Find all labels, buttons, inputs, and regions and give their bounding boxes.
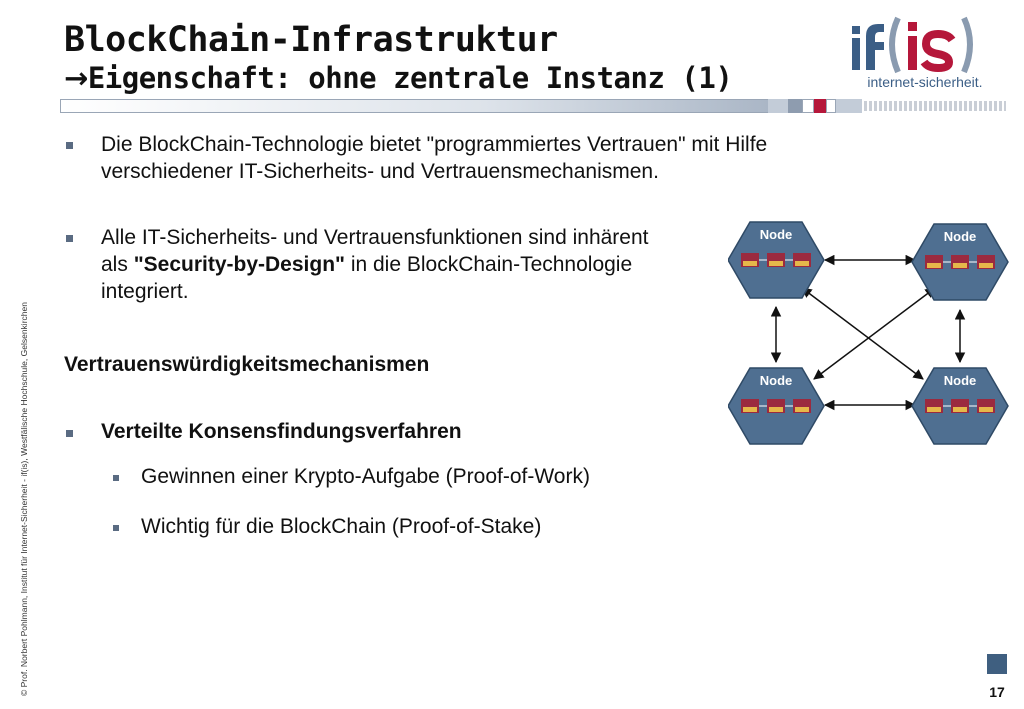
node-label: Node [944,229,977,244]
node-network-diagram: Node Node Node [728,221,1009,445]
node-bottom-right: Node [911,367,1009,445]
connection-arrow [813,287,936,380]
connection-arrow [801,287,924,380]
node-top-left: Node [728,221,825,299]
title-arrow: → [64,61,88,95]
bullet-marker [66,430,73,437]
block-chain-strip [925,399,995,413]
page-corner-square [987,654,1007,674]
node-top-right: Node [911,223,1009,301]
bullet-security-by-design: Alle IT-Sicherheits- und Vertrauensfunkt… [101,224,661,305]
copyright-credit: © Prof. Norbert Pohlmann, Institut für I… [19,302,29,696]
sub-bullet-marker [113,475,119,481]
page-number: 17 [989,684,1005,700]
bullet-consensus: Verteilte Konsensfindungsverfahren [101,420,462,443]
title-bar-segment [836,99,862,113]
title-bar-segment [788,99,802,113]
slide-title: BlockChain-Infrastruktur →Eigenschaft: o… [64,20,824,95]
bullet2-text-bold: "Security-by-Design" [133,253,345,276]
title-bar-segment [826,99,836,113]
section-heading: Vertrauenswürdigkeitsmechanismen [64,353,430,376]
block-chain-strip [925,255,995,269]
title-bar-dotted-tail [864,101,1006,111]
title-underline-bar [60,99,1006,113]
node-label: Node [944,373,977,388]
institute-logo: internet-sicherheit. [850,12,1000,92]
node-bottom-left: Node [728,367,825,445]
title-bar-segment [768,99,788,113]
title-line-2-text: Eigenschaft: ohne zentrale Instanz (1) [87,61,733,95]
node-label: Node [760,227,793,242]
sub-bullet-proof-of-stake: Wichtig für die BlockChain (Proof-of-Sta… [141,515,542,538]
block-chain-strip [741,253,811,267]
node-label: Node [760,373,793,388]
title-bar-segment [802,99,814,113]
logo-mark [852,16,973,74]
title-bar-gradient [60,99,770,113]
bullet-marker [66,235,73,242]
bullet2-text-part2: in die BlockChain-Technologie integriert… [101,253,633,303]
sub-bullet-proof-of-work: Gewinnen einer Krypto-Aufgabe (Proof-of-… [141,465,590,488]
title-line-1: BlockChain-Infrastruktur [64,20,558,60]
sub-bullet-marker [113,525,119,531]
title-line-2: →Eigenschaft: ohne zentrale Instanz (1) [64,61,824,95]
logo-subtitle: internet-sicherheit. [867,74,983,90]
block-chain-strip [741,399,811,413]
bullet-marker [66,142,73,149]
title-bar-red-segment [814,99,826,113]
bullet-programmed-trust: Die BlockChain-Technologie bietet "progr… [101,133,768,183]
bullet2-text-part1: Alle IT-Sicherheits- und Vertrauensfunkt… [101,226,649,276]
